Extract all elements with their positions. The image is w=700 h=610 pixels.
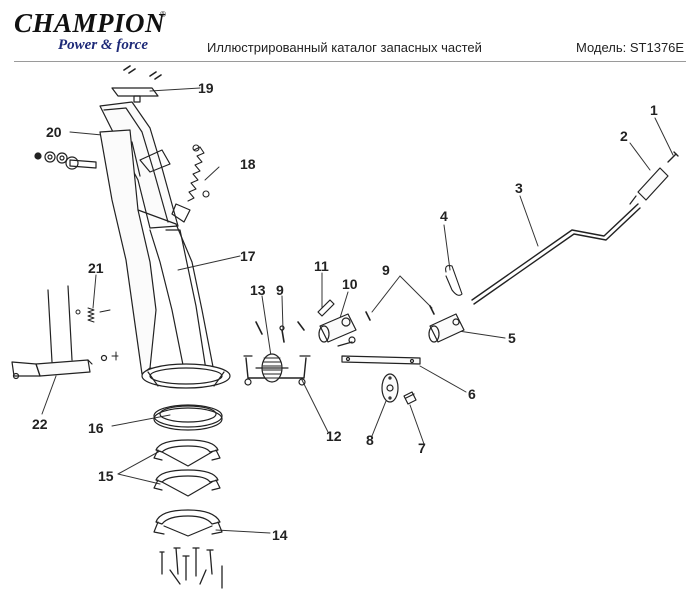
callout-4: 4 [440,208,448,224]
trademark-mark: ® [160,10,166,19]
part-9-pin-left [255,321,305,343]
callout-7: 7 [418,440,426,456]
brand-logo: CHAMPION ® Power & force [14,8,174,54]
catalog-title: Иллюстрированный каталог запасных частей [207,40,482,55]
part-7-nut [403,391,417,405]
part-5-universal-joint [428,313,465,343]
callout-20: 20 [46,124,62,140]
callout-13: 13 [250,282,266,298]
header-divider [14,61,686,62]
part-9-pin-right [365,305,435,321]
callout-14: 14 [272,527,288,543]
callout-10: 10 [342,276,358,292]
part-13-worm-gear [255,353,289,383]
callout-15: 15 [98,468,114,484]
part-15-retainer-1 [153,439,221,467]
part-18-spring [187,144,210,202]
callout-6: 6 [468,386,476,402]
bottom-bolts [159,547,223,589]
callout-5: 5 [508,330,516,346]
callout-11: 11 [314,258,329,274]
part-16-ring [153,404,223,431]
callout-9-left: 9 [276,282,284,298]
callout-3: 3 [515,180,523,196]
callout-12: 12 [326,428,342,444]
callout-16: 16 [88,420,104,436]
callout-21: 21 [88,260,104,276]
part-21-spring [75,307,111,323]
part-4-hairpin [445,265,463,296]
part-22-bracket [11,285,119,380]
part-3-crank-rod [471,203,641,305]
part-10-universal-joint [318,313,357,347]
chute-base-ring [141,363,231,389]
callout-1: 1 [650,102,658,118]
callout-2: 2 [620,128,628,144]
part-1-screw [667,151,679,163]
callout-18: 18 [240,156,256,172]
part-6-bar [341,355,421,365]
part-15-retainer-2 [153,469,221,497]
part-11-pin [317,299,335,317]
callout-19: 19 [198,80,214,96]
part-19-bracket [111,65,162,103]
part-20-fasteners [34,151,97,170]
part-8-flange [381,373,399,403]
leader-lines [41,87,674,534]
model-label: Модель: ST1376E [576,40,685,55]
parts-diagram [11,65,679,589]
callout-9-right: 9 [382,262,390,278]
callout-22: 22 [32,416,48,432]
callout-8: 8 [366,432,374,448]
catalog-header: CHAMPION ® Power & force Иллюстрированны… [0,0,700,60]
brand-name: CHAMPION [14,8,166,38]
callout-17: 17 [240,248,256,264]
part-14-plate [153,509,223,537]
part-2-grip [629,167,669,205]
brand-tagline: Power & force [58,37,148,53]
